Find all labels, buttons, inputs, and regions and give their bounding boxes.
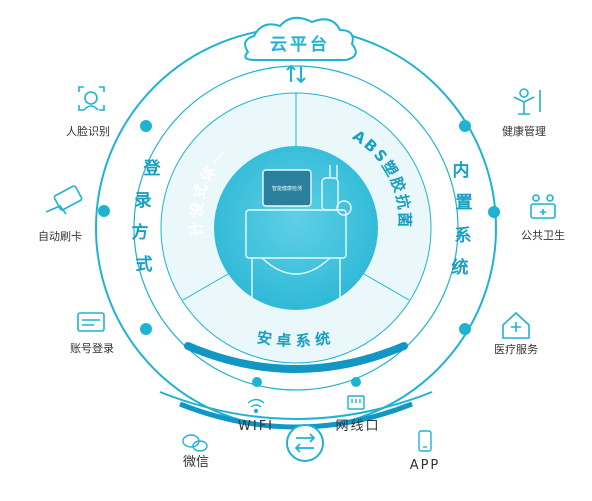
label-face: 人脸识别	[66, 124, 110, 138]
divider-right	[356, 269, 410, 301]
divider-left	[182, 269, 236, 301]
account-card-icon	[77, 312, 105, 332]
health-management-icon	[513, 88, 541, 115]
device-illustration	[245, 165, 352, 307]
cloud-platform: 云平台	[244, 16, 357, 61]
cloud-label: 云平台	[270, 34, 330, 55]
login-title: 登 录 方 式	[132, 158, 162, 275]
card-swipe-icon	[45, 185, 83, 215]
node-medical	[459, 323, 471, 335]
lan-port-icon	[347, 395, 365, 410]
connect-arc-upper	[159, 391, 433, 420]
core-circle	[214, 146, 378, 310]
label-card: 自动刷卡	[38, 230, 82, 243]
device-screen-text: 智能健康检测	[272, 185, 302, 192]
node-lan	[351, 377, 361, 387]
node-health	[459, 120, 471, 132]
svg-text:录: 录	[135, 191, 152, 211]
label-wifi: WIFI	[238, 419, 274, 434]
node-wifi	[252, 377, 262, 387]
wifi-icon	[247, 398, 265, 414]
svg-text:内: 内	[453, 160, 470, 181]
phone-icon	[418, 430, 432, 452]
svg-text:登: 登	[143, 158, 162, 179]
swap-icon	[286, 424, 324, 462]
middle-ring	[133, 65, 459, 391]
android-band	[184, 342, 408, 373]
wechat-icon	[182, 434, 208, 452]
builtin-title: 内 置 系 统	[452, 160, 473, 278]
label-account: 账号登录	[70, 341, 114, 355]
node-account	[140, 323, 152, 335]
svg-text:方: 方	[132, 222, 149, 243]
public-health-icon	[530, 194, 556, 219]
node-public	[488, 206, 500, 218]
face-scan-icon	[78, 86, 105, 111]
label-lan: 网线口	[335, 419, 380, 434]
arc-text-android: 安卓系统	[256, 328, 337, 350]
node-face	[140, 120, 152, 132]
sync-icon	[286, 64, 306, 84]
label-medical: 医疗服务	[494, 342, 538, 356]
label-public: 公共卫生	[521, 228, 565, 242]
svg-text:统: 统	[452, 257, 469, 278]
medical-service-icon	[502, 311, 530, 339]
label-wechat: 微信	[183, 455, 209, 470]
svg-text:置: 置	[456, 193, 473, 213]
label-health: 健康管理	[502, 124, 546, 138]
svg-text:系: 系	[455, 226, 472, 246]
svg-text:式: 式	[136, 254, 153, 275]
node-card	[98, 205, 110, 217]
label-app: APP	[410, 458, 441, 473]
